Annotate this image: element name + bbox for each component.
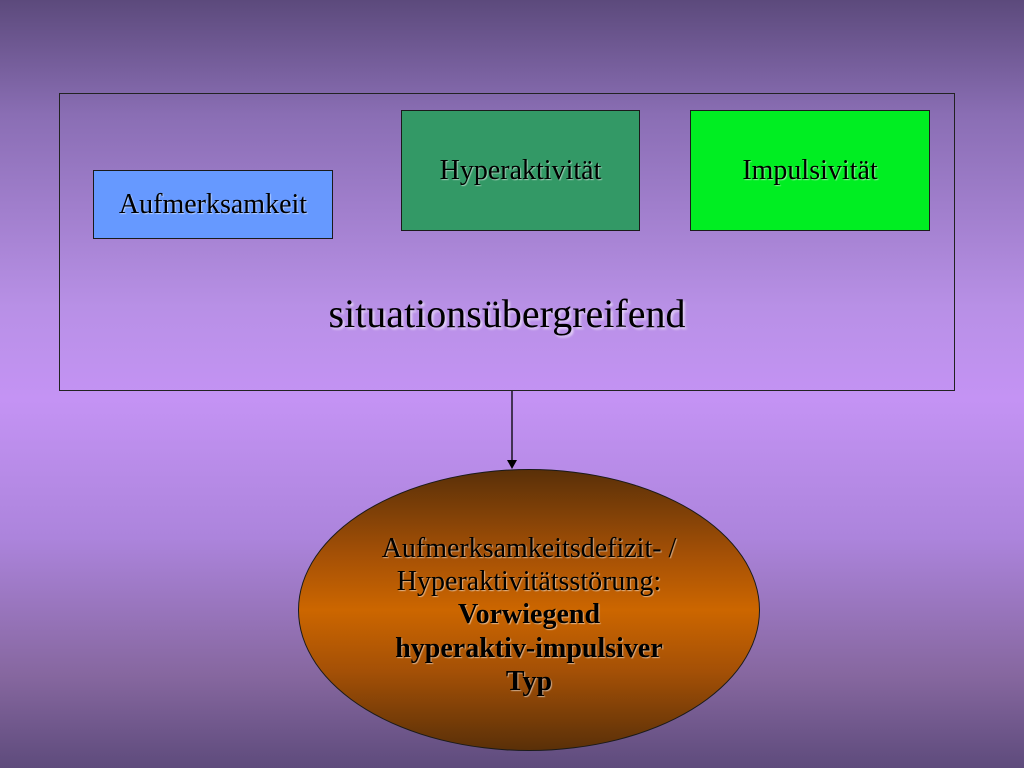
frame-label: situationsübergreifend [328,291,686,336]
box-impulsivitaet: Impulsivität [690,110,930,231]
result-line-4: hyperaktiv-impulsiver [395,632,663,664]
result-line-2: Hyperaktivitätsstörung: [396,566,662,598]
situation-frame [59,93,955,391]
arrow-head [507,460,517,469]
box-impulsivitaet-label: Impulsivität [742,155,878,186]
result-line-3: Vorwiegend [457,599,601,631]
box-hyperaktivitaet: Hyperaktivität [401,110,640,231]
box-aufmerksamkeit: Aufmerksamkeit [93,170,333,239]
result-ellipse: Aufmerksamkeitsdefizit- / Hyperaktivität… [298,469,760,751]
box-aufmerksamkeit-label: Aufmerksamkeit [118,188,308,220]
box-hyperaktivitaet-label: Hyperaktivität [439,155,602,186]
result-line-5: Typ [505,665,553,697]
result-line-1: Aufmerksamkeitsdefizit- / [381,533,677,565]
